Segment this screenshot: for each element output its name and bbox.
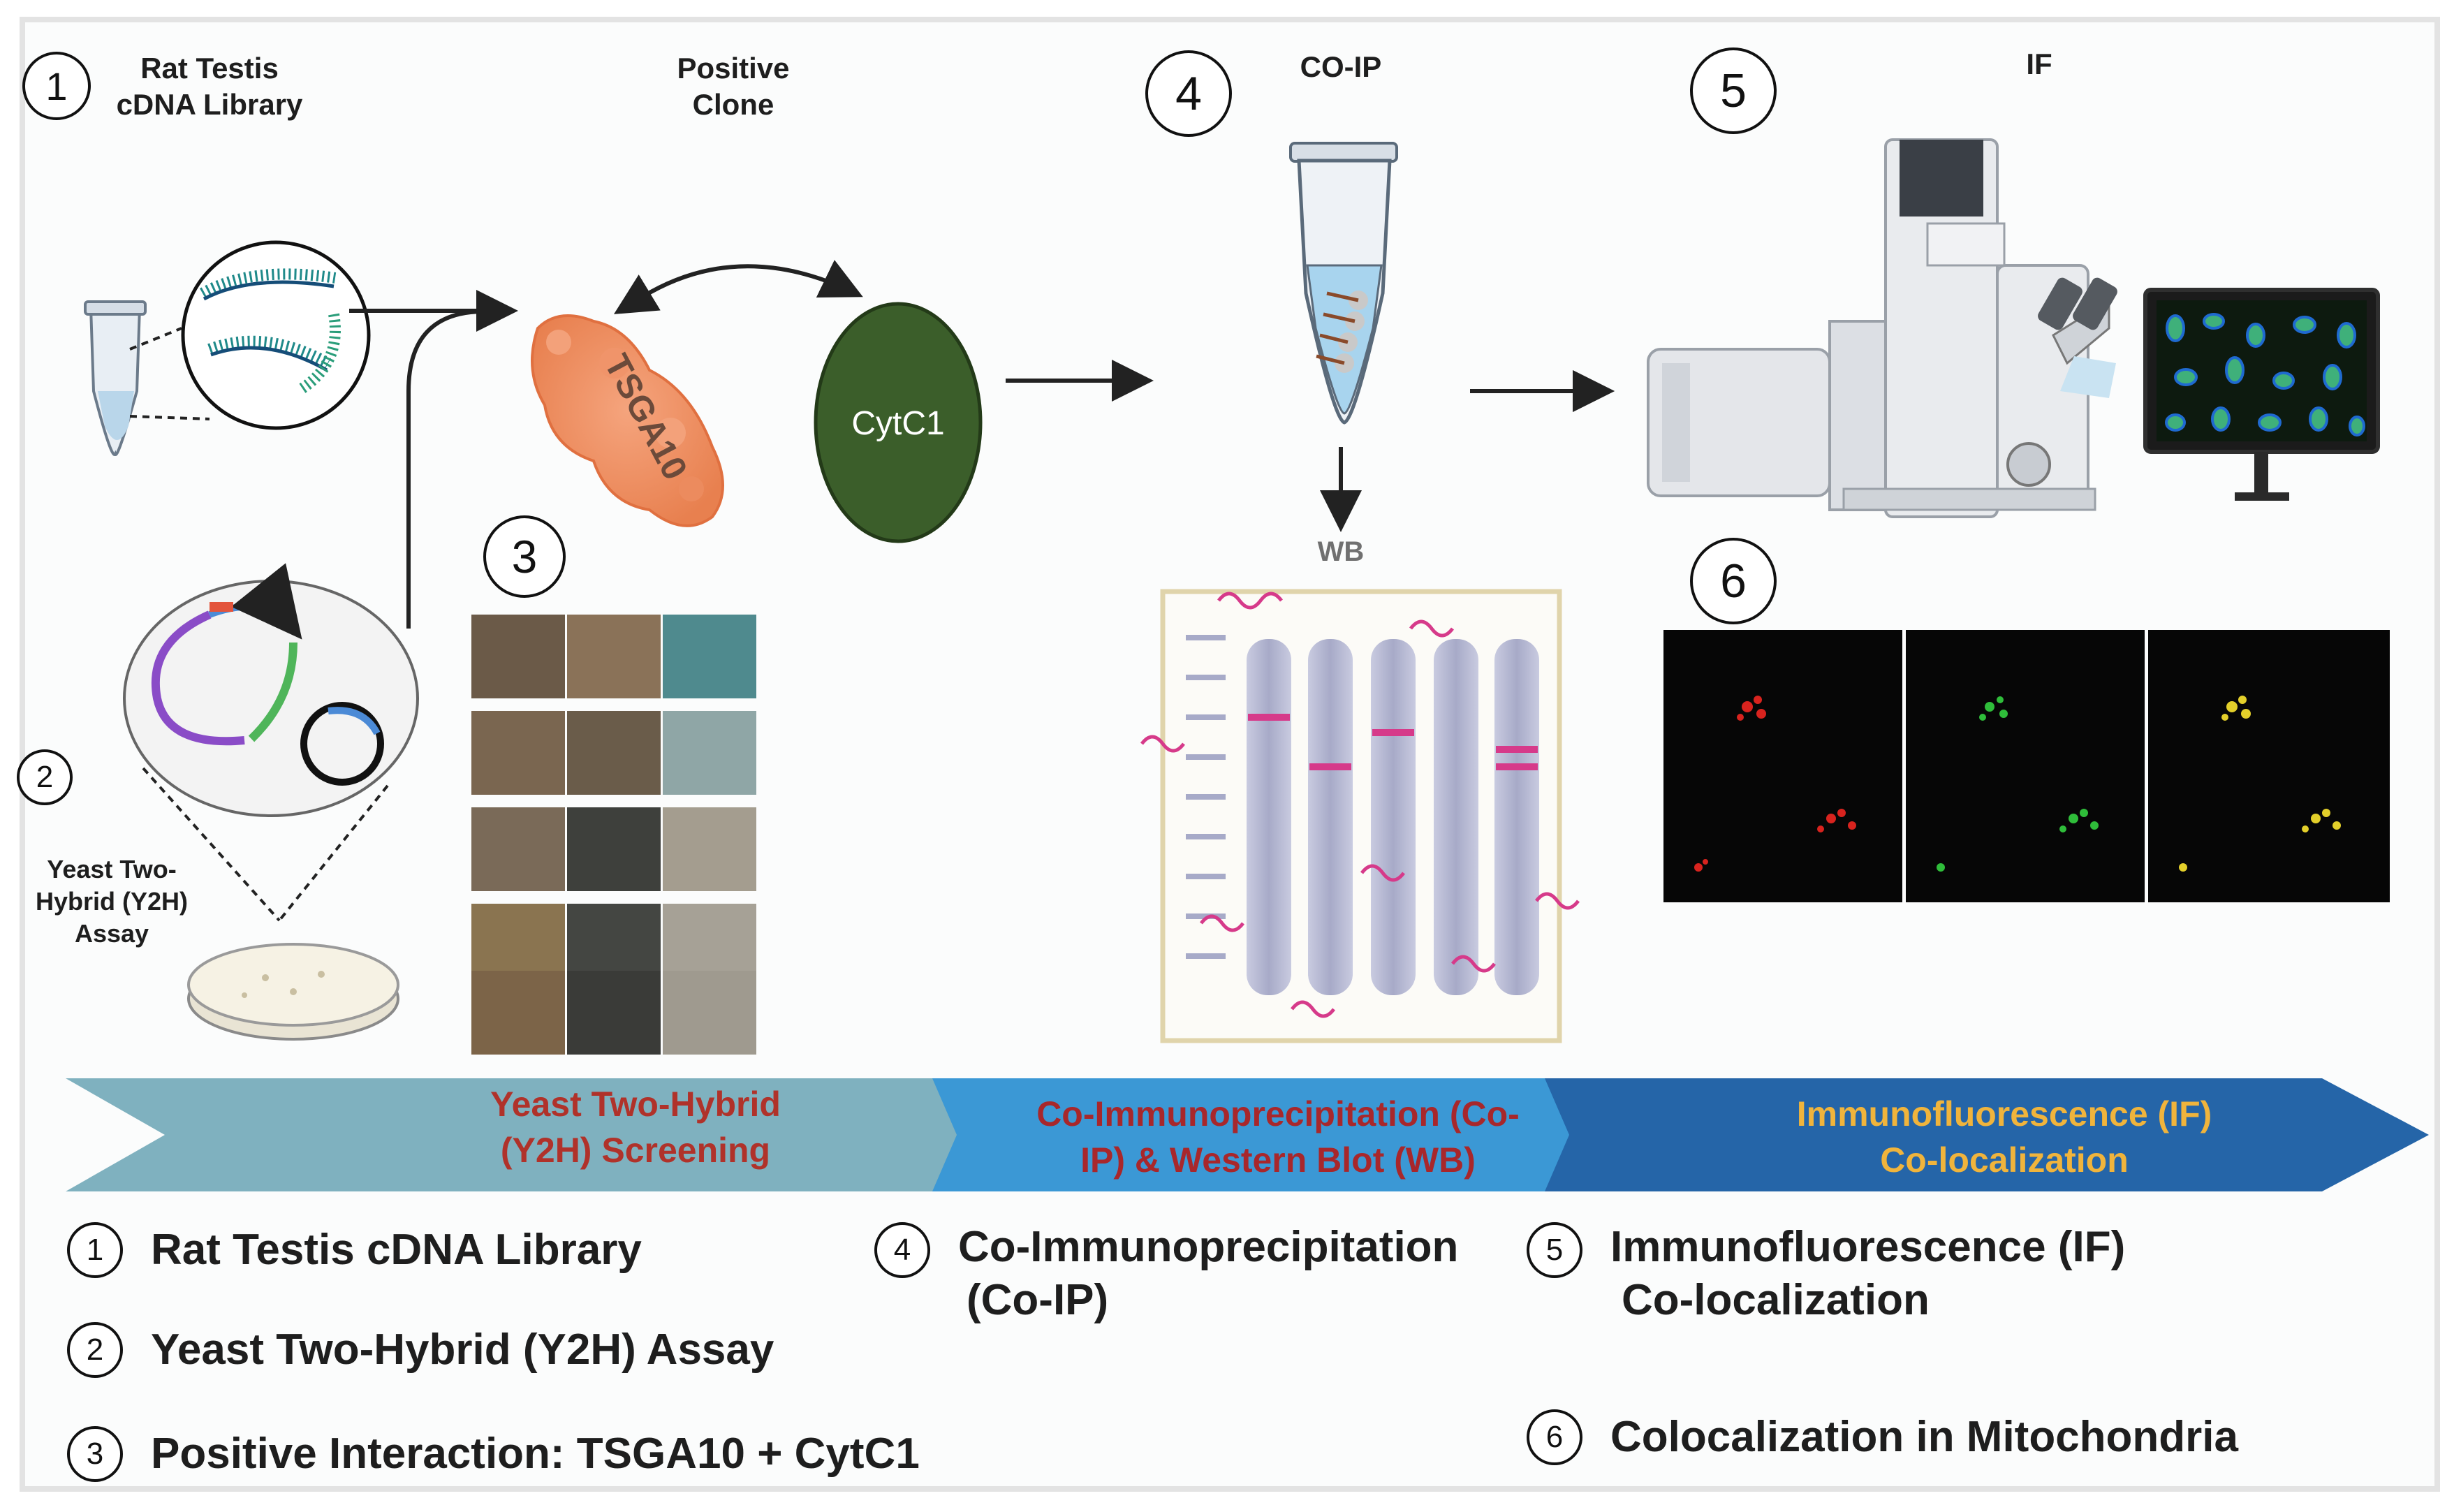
banner-if-line1: Immunofluorescence (IF)	[1796, 1094, 2212, 1133]
if-panel-green	[1906, 630, 2145, 902]
plasmid-zoom-icon	[123, 563, 419, 817]
y2h-tile	[471, 615, 565, 698]
y2h-tile	[567, 807, 661, 891]
cdna-zoom-icon	[181, 240, 371, 430]
cdna-tube-icon	[84, 300, 147, 456]
process-banner	[66, 1078, 2429, 1191]
y2h-plate-grid	[471, 615, 758, 1055]
step-1-label-line1: Rat Testis	[140, 52, 279, 85]
step-2-label-line2: Hybrid (Y2H)	[35, 887, 189, 916]
step-4-marker: 4	[1145, 50, 1232, 137]
cytc1-label: CytC1	[851, 405, 944, 442]
banner-if-line2: Co-localization	[1880, 1140, 2129, 1180]
legend-marker-3: 3	[67, 1426, 123, 1482]
step-1-marker: 1	[22, 52, 91, 120]
banner-coip-line2: IP) & Western Blot (WB)	[1080, 1140, 1476, 1180]
microscope-icon	[1647, 138, 2117, 518]
petri-dish-icon	[187, 943, 399, 1041]
legend-item-5: 5 Immunofluorescence (IF) Co-localizatio…	[1527, 1222, 2125, 1327]
y2h-tile	[567, 971, 661, 1055]
coip-tube-icon	[1289, 142, 1398, 425]
banner-y2h-screening: Yeast Two-Hybrid (Y2H) Screening	[391, 1081, 880, 1173]
banner-coip-wb: Co-Immunoprecipitation (Co- IP) & Wester…	[999, 1091, 1557, 1183]
step-2-label: Yeast Two- Hybrid (Y2H) Assay	[21, 853, 203, 950]
legend-marker-1: 1	[67, 1222, 123, 1278]
legend-text-1: Rat Testis cDNA Library	[151, 1226, 642, 1274]
legend-text-5-line2: Co-localization	[1622, 1276, 1930, 1324]
legend-text-4: Co-Immunoprecipitation (Co-IP)	[958, 1221, 1458, 1327]
y2h-tile	[663, 711, 756, 795]
y2h-tile	[471, 807, 565, 891]
positive-clone-line1: Positive	[677, 52, 790, 85]
y2h-tile	[663, 615, 756, 698]
step-3-marker: 3	[483, 515, 566, 598]
if-panel-merge	[2148, 630, 2390, 902]
legend-item-3: 3 Positive Interaction: TSGA10 + CytC1	[67, 1426, 920, 1482]
legend-text-2: Yeast Two-Hybrid (Y2H) Assay	[151, 1326, 774, 1374]
if-label: IF	[2026, 47, 2052, 80]
step-2-label-line1: Yeast Two-	[47, 855, 177, 883]
step-6-marker: 6	[1690, 538, 1777, 624]
banner-if-colocalization: Immunofluorescence (IF) Co-localization	[1725, 1091, 2284, 1183]
monitor-icon	[2143, 288, 2380, 501]
legend-item-2: 2 Yeast Two-Hybrid (Y2H) Assay	[67, 1322, 774, 1378]
western-blot-membrane	[1140, 589, 1580, 1043]
if-panels	[1663, 630, 2390, 902]
positive-clone-line2: Clone	[692, 88, 774, 121]
positive-clone-label: Positive Clone	[629, 50, 838, 123]
legend-text-6: Colocalization in Mitochondria	[1610, 1413, 2238, 1461]
wb-label: WB	[1317, 536, 1365, 567]
cytc1-protein-icon	[814, 302, 983, 543]
y2h-tile	[471, 711, 565, 795]
legend-text-4-line2: (Co-IP)	[967, 1276, 1109, 1324]
banner-coip-line1: Co-Immunoprecipitation (Co-	[1036, 1094, 1520, 1133]
y2h-tile	[663, 807, 756, 891]
step-1-label: Rat Testis cDNA Library	[98, 50, 321, 123]
step-5-marker: 5	[1690, 47, 1777, 134]
y2h-tile	[567, 615, 661, 698]
legend-marker-4: 4	[874, 1222, 930, 1278]
step-1-label-line2: cDNA Library	[116, 88, 303, 121]
legend-text-5: Immunofluorescence (IF) Co-localization	[1610, 1221, 2125, 1327]
tsga10-protein-icon	[531, 314, 724, 527]
coip-label: CO-IP	[1300, 50, 1382, 83]
banner-y2h-line1: Yeast Two-Hybrid	[490, 1085, 781, 1124]
if-panel-red	[1663, 630, 1902, 902]
legend-item-4: 4 Co-Immunoprecipitation (Co-IP)	[874, 1222, 1458, 1327]
legend-text-5-line1: Immunofluorescence (IF)	[1610, 1223, 2126, 1271]
legend-marker-2: 2	[67, 1322, 123, 1378]
legend-marker-6: 6	[1527, 1409, 1582, 1465]
y2h-tile	[567, 711, 661, 795]
step-2-marker: 2	[17, 749, 73, 805]
legend-text-4-line1: Co-Immunoprecipitation	[958, 1223, 1459, 1271]
step-2-label-line3: Assay	[74, 919, 149, 948]
banner-y2h-line2: (Y2H) Screening	[500, 1131, 771, 1170]
legend-item-6: 6 Colocalization in Mitochondria	[1527, 1409, 2238, 1465]
legend-item-1: 1 Rat Testis cDNA Library	[67, 1222, 642, 1278]
y2h-tile	[663, 971, 756, 1055]
legend-marker-5: 5	[1527, 1222, 1582, 1278]
legend-text-3: Positive Interaction: TSGA10 + CytC1	[151, 1430, 920, 1478]
y2h-tile	[471, 971, 565, 1055]
